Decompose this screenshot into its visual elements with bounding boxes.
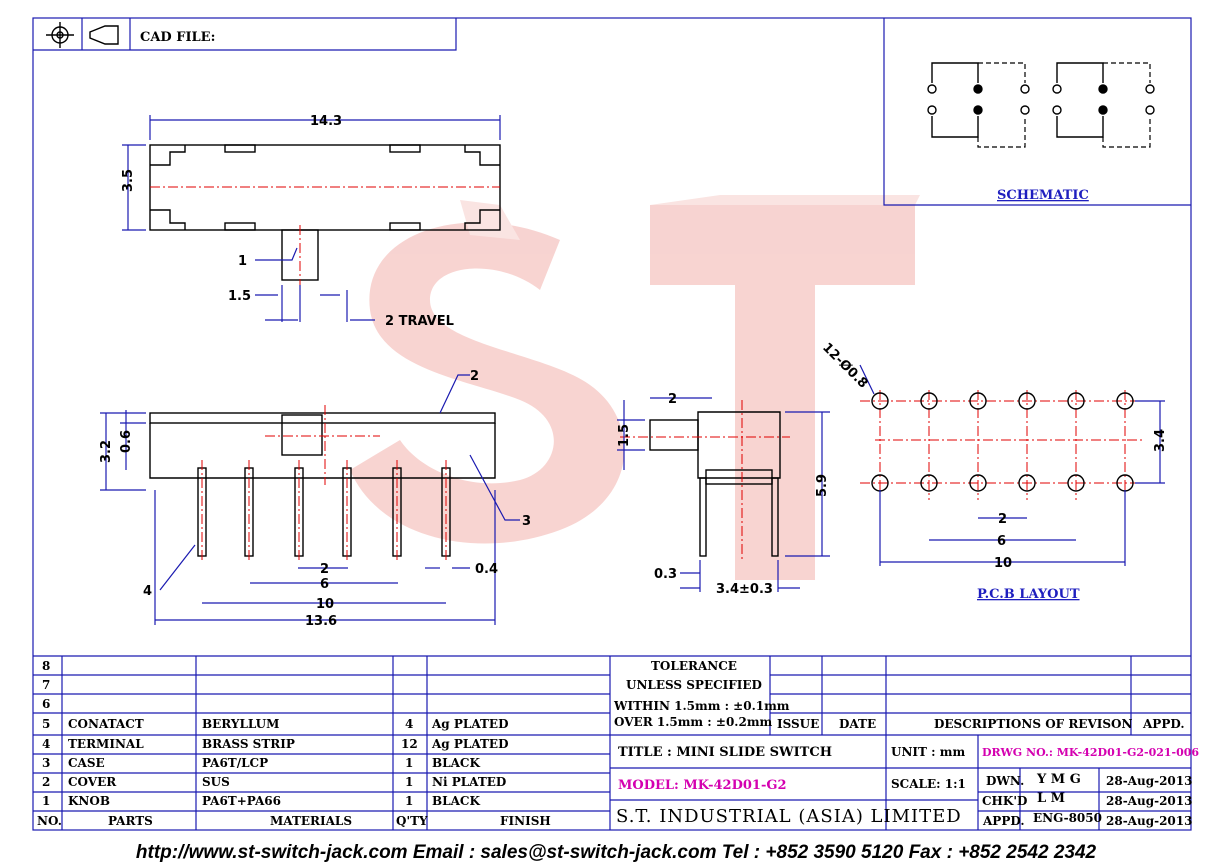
revision-date: DATE	[839, 717, 876, 731]
dim-side-15: 1.5	[617, 424, 632, 447]
bom-qty-3: 1	[405, 756, 413, 770]
bom-part-4: TERMINAL	[68, 737, 144, 751]
bom-qty-4: 12	[401, 737, 418, 751]
pcb-layout: 12-Ø0.8 3.4 2 6 10 P.C.B LAYOUT	[819, 340, 1168, 602]
bom-finish-4: Ag PLATED	[431, 737, 508, 751]
revision-description: DESCRIPTIONS OF REVISON	[934, 717, 1133, 731]
bom-qty-5: 4	[405, 717, 413, 731]
bom-part-5: CONATACT	[68, 717, 144, 731]
bom-no-6: 6	[42, 697, 50, 711]
technical-drawing: ST CAD FILE:	[32, 17, 1199, 831]
drawing-number: DRWG NO.: MK-42D01-G2-021-006	[982, 746, 1199, 759]
revision-issue: ISSUE	[777, 717, 819, 731]
bom-part-2: COVER	[68, 775, 117, 789]
bom-header-materials: MATERIALS	[270, 814, 352, 828]
dim-height-front: 3.2	[99, 440, 114, 463]
dim-pin-width: 0.4	[475, 562, 498, 577]
logo-letter-t	[650, 205, 915, 580]
bom-qty-1: 1	[405, 794, 413, 808]
callout-2: 2	[470, 369, 479, 384]
callout-3: 3	[522, 514, 531, 529]
st-logo-watermark: ST	[350, 195, 920, 580]
pcb-layout-label: P.C.B LAYOUT	[977, 587, 1080, 602]
dim-pcb-height: 3.4	[1153, 429, 1168, 452]
bom-header-qty: Q'TY	[396, 814, 428, 828]
tolerance-within: WITHIN 1.5mm : ±0.1mm	[613, 699, 790, 713]
projection-symbol-icon	[46, 22, 119, 48]
front-view: 3.2 0.6 2 3 4 2 6 10 13.6 0.4	[99, 369, 531, 629]
dim-pcb-10: 10	[994, 556, 1012, 571]
tolerance-title: TOLERANCE	[651, 659, 737, 673]
bom-part-1: KNOB	[68, 794, 110, 808]
chkd-label: CHK'D	[982, 794, 1027, 808]
bom-material-1: PA6T+PA66	[202, 794, 281, 808]
bom-qty-2: 1	[405, 775, 413, 789]
bom-no-5: 5	[42, 717, 50, 731]
bom-finish-3: BLACK	[432, 756, 480, 770]
bom-no-1: 1	[42, 794, 50, 808]
bom-no-4: 4	[42, 737, 50, 751]
schematic-label: SCHEMATIC	[997, 188, 1089, 203]
dim-side-height: 5.9	[815, 474, 830, 497]
dim-knob-width: 1.5	[228, 289, 251, 304]
dim-cover-thickness: 0.6	[119, 430, 134, 453]
bom-part-3: CASE	[68, 756, 105, 770]
dwn-label: DWN.	[986, 774, 1024, 788]
dim-pcb-2: 2	[998, 512, 1007, 527]
model-number: MODEL: MK-42D01-G2	[618, 778, 787, 793]
callout-1: 1	[238, 254, 247, 269]
bom-no-2: 2	[42, 775, 50, 789]
cad-file-label: CAD FILE:	[140, 30, 215, 45]
bom-material-5: BERYLLUM	[202, 717, 279, 731]
tolerance-over: OVER 1.5mm : ±0.2mm	[614, 715, 773, 729]
bom-no-3: 3	[42, 756, 50, 770]
bom-material-2: SUS	[202, 775, 230, 789]
drawing-border	[32, 17, 1192, 831]
callout-4: 4	[143, 584, 152, 599]
chkd-name: L M	[1037, 791, 1065, 806]
dim-overall: 13.6	[305, 614, 337, 629]
dwn-name: Y M G	[1036, 772, 1081, 787]
scale-label: SCALE: 1:1	[891, 777, 966, 791]
dim-travel: 2 TRAVEL	[385, 314, 454, 329]
bom-material-4: BRASS STRIP	[202, 737, 295, 751]
schematic-panel: SCHEMATIC	[883, 18, 1191, 206]
dim-side-03: 0.3	[654, 567, 677, 582]
bom-header-finish: FINISH	[500, 814, 551, 828]
header-box: CAD FILE:	[33, 18, 457, 51]
bom-no-8: 8	[42, 659, 50, 673]
dim-side-knob: 2	[668, 392, 677, 407]
logo-letter-s	[350, 222, 625, 544]
dim-pcb-6: 6	[997, 534, 1006, 549]
bom-no-7: 7	[42, 678, 50, 692]
top-view: 14.3 3.5 1 1.5 2 TRAVEL	[121, 114, 501, 329]
tolerance-subtitle: UNLESS SPECIFIED	[626, 678, 762, 692]
dim-side-34: 3.4±0.3	[716, 582, 773, 597]
bom-finish-5: Ag PLATED	[431, 717, 508, 731]
dim-pin-pitch: 2	[320, 562, 329, 577]
appd-label: APPD.	[982, 814, 1025, 828]
dim-length-top: 14.3	[310, 114, 342, 129]
side-view: 2 1.5 5.9 0.3 3.4±0.3	[617, 392, 830, 597]
dwn-date: 28-Aug-2013	[1106, 774, 1192, 788]
dim-pin-span-10: 10	[316, 597, 334, 612]
bom-finish-2: Ni PLATED	[432, 775, 506, 789]
revision-appd: APPD.	[1142, 717, 1185, 731]
dim-pin-span-6: 6	[320, 577, 329, 592]
bom-material-3: PA6T/LCP	[202, 756, 268, 770]
company-name: S.T. INDUSTRIAL (ASIA) LIMITED	[616, 806, 962, 827]
bom-finish-1: BLACK	[432, 794, 480, 808]
dim-pcb-holes: 12-Ø0.8	[819, 340, 870, 391]
appd-date: 28-Aug-2013	[1106, 814, 1192, 828]
unit-label: UNIT : mm	[891, 745, 965, 759]
appd-name: ENG-8050	[1033, 811, 1102, 825]
contact-footer: http://www.st-switch-jack.com Email : sa…	[135, 842, 1097, 863]
title-block: 8 7 6 5 CONATACT BERYLLUM 4 Ag PLATED 4 …	[33, 655, 1199, 830]
chkd-date: 28-Aug-2013	[1106, 794, 1192, 808]
drawing-title: TITLE : MINI SLIDE SWITCH	[618, 745, 832, 760]
dim-height-top: 3.5	[121, 169, 136, 192]
bom-header-parts: PARTS	[108, 814, 153, 828]
bom-header-no: NO.	[37, 814, 62, 828]
